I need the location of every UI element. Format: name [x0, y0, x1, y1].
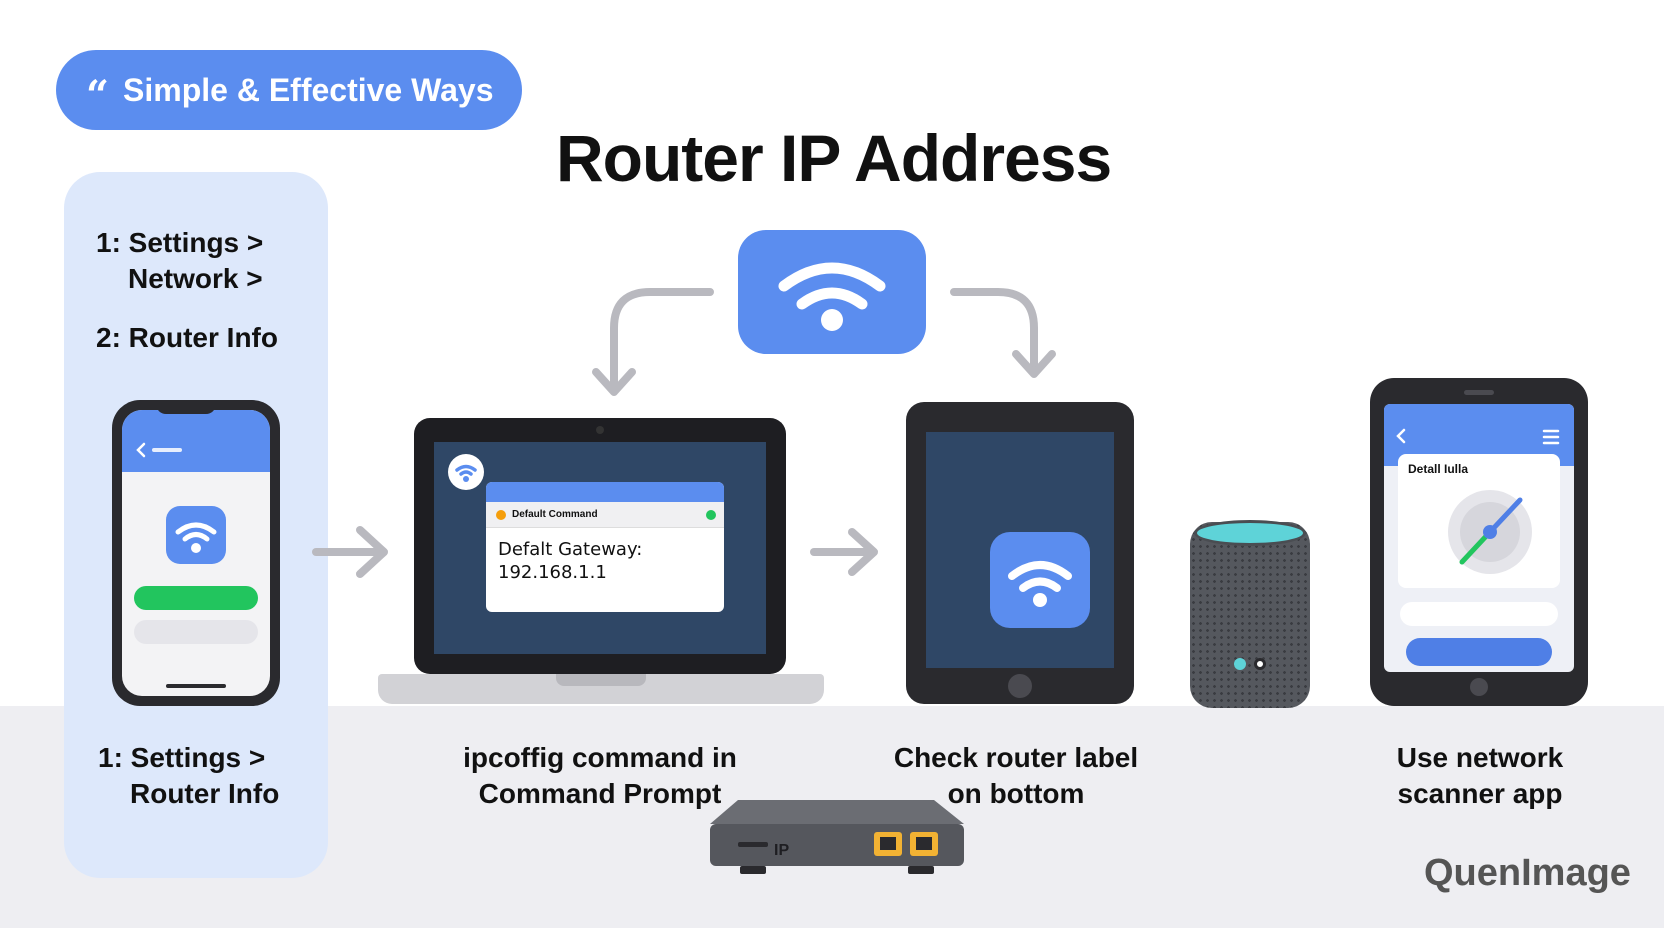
arrow-down-icon: [950, 288, 1056, 378]
tablet-screen: [926, 432, 1114, 668]
smart-speaker: [1190, 522, 1310, 708]
speaker-indicator: [1254, 658, 1266, 670]
step2-label: 2: Router Info: [96, 322, 278, 353]
scanner-gauge: [1448, 490, 1532, 574]
status-dot: [706, 510, 716, 520]
tablet-caption-line1: Check router label: [893, 742, 1139, 773]
router-label: IP: [774, 842, 790, 859]
header-badge: “ Simple & Effective Ways: [56, 50, 522, 130]
grey-input-field[interactable]: [134, 620, 258, 644]
step1-line1: 1: Settings >: [96, 227, 264, 258]
arrow-right-icon: [810, 528, 878, 576]
scan-button[interactable]: [1406, 638, 1552, 666]
scanner-input-field[interactable]: [1400, 602, 1558, 626]
command-window: Default Command Defalt Gateway: 192.168.…: [486, 482, 724, 612]
window-title: Default Command: [512, 509, 598, 520]
laptop-camera: [596, 426, 604, 434]
badge-label: Simple & Effective Ways: [123, 71, 494, 108]
back-chevron-icon: [1396, 428, 1406, 444]
phone-app-bar: [122, 410, 270, 472]
wifi-icon: [448, 454, 484, 490]
phone-earpiece: [1464, 390, 1494, 395]
arrow-down-icon: [592, 288, 714, 396]
scanner-card-label: Detall Iulla: [1408, 462, 1469, 476]
smartphone: [112, 400, 280, 706]
command-output: Defalt Gateway: 192.168.1.1: [486, 528, 724, 584]
laptop-notch: [556, 674, 646, 686]
scanner-phone: Detall Iulla: [1370, 378, 1588, 706]
wifi-icon: [738, 230, 926, 354]
phone-home-button[interactable]: [1470, 678, 1488, 696]
router: [710, 800, 964, 874]
page-title: Router IP Address: [556, 121, 1112, 195]
tablet: [906, 402, 1134, 704]
green-action-button[interactable]: [134, 586, 258, 610]
footer-step-line1: 1: Settings >: [98, 742, 266, 773]
brand-watermark: QuenImage: [1424, 852, 1631, 894]
status-dot: [496, 510, 506, 520]
tablet-home-button[interactable]: [1008, 674, 1032, 698]
scanner-screen: Detall Iulla: [1384, 404, 1574, 672]
phone-screen: [122, 410, 270, 696]
window-titlebar: [486, 482, 724, 502]
back-chevron-icon: [136, 442, 182, 458]
phone-notch: [156, 400, 216, 414]
wifi-icon: [166, 506, 226, 564]
gateway-label: Defalt Gateway:: [498, 539, 643, 560]
footer-step-line2: Router Info: [130, 778, 280, 809]
menu-icon: [1542, 429, 1560, 445]
laptop-caption-line2: Command Prompt: [478, 778, 722, 809]
scanner-caption-line2: scanner app: [1397, 778, 1563, 809]
scanner-caption-line1: Use network: [1396, 742, 1564, 773]
gateway-value: 192.168.1.1: [498, 562, 607, 583]
quote-icon: “: [86, 72, 110, 119]
scanner-card: Detall Iulla: [1398, 454, 1560, 588]
speaker-light-ring: [1194, 520, 1306, 546]
speaker-indicator: [1234, 658, 1246, 670]
tablet-caption-line2: on bottom: [947, 778, 1085, 809]
laptop-caption-line1: ipcoffig command in: [463, 742, 737, 773]
window-tab-row: Default Command: [486, 502, 724, 528]
home-indicator: [166, 684, 226, 688]
wifi-icon: [990, 532, 1090, 628]
step1-line2: Network >: [128, 263, 263, 294]
